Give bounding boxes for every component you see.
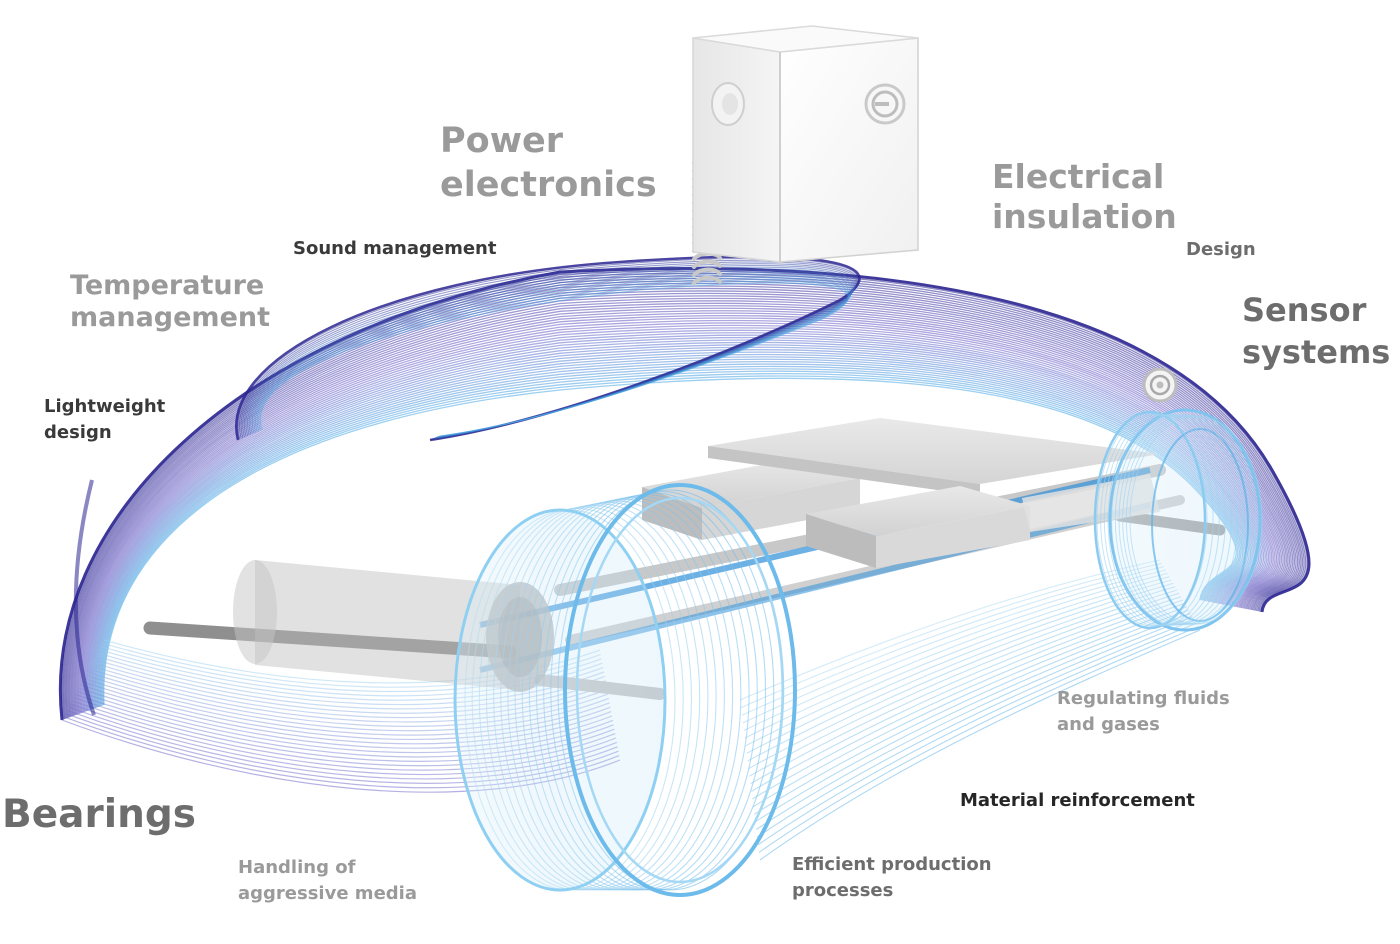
contour-line — [80, 319, 1276, 714]
contour-line — [82, 327, 1271, 713]
contour-line — [70, 295, 1292, 717]
contour-line — [72, 300, 1289, 716]
label-line: Lightweight — [44, 396, 166, 417]
tyre-line — [1100, 413, 1214, 627]
contour-line — [63, 277, 1304, 719]
front-wheel — [453, 483, 797, 897]
contour-line — [68, 290, 1296, 718]
contour-line — [83, 329, 1270, 712]
contour-line — [754, 612, 1191, 823]
contour-line — [759, 629, 1201, 861]
contour-line — [66, 285, 1299, 718]
contour-line — [74, 305, 1286, 716]
contour-line — [65, 282, 1300, 719]
label-aggressive-media: Handling of aggressive media — [238, 855, 417, 906]
contour-line — [60, 270, 1308, 720]
contour-line — [259, 282, 849, 437]
contour-line — [75, 307, 1284, 715]
label-regulating-fluids: Regulating fluids and gases — [1057, 686, 1230, 737]
tyre-line — [1122, 415, 1251, 625]
contour-line — [747, 586, 1176, 762]
tyre-line — [1129, 415, 1263, 625]
cable-coil — [692, 267, 722, 277]
front-rim — [73, 479, 96, 716]
contour-line — [754, 609, 1189, 815]
contour-line — [751, 599, 1184, 792]
label-design: Design — [1186, 239, 1256, 260]
contour-line — [61, 272, 1307, 720]
rear-wheel — [1093, 408, 1263, 632]
label-power-electronics: Power electronics — [440, 120, 657, 208]
contour-line — [755, 616, 1193, 830]
contour-line — [85, 334, 1266, 712]
label-line: management — [70, 301, 271, 333]
label-line: Regulating fluids — [1057, 688, 1230, 709]
contour-line — [87, 339, 1263, 711]
contour-line — [741, 566, 1164, 716]
electric-outlet-icon — [711, 82, 745, 126]
contour-line — [73, 302, 1287, 716]
label-line: Temperature — [70, 270, 265, 301]
label-line: systems — [1242, 332, 1391, 371]
contour-line — [740, 562, 1163, 709]
label-sensor-systems: Sensor systems — [1242, 290, 1390, 373]
label-line: processes — [792, 879, 894, 901]
battery-plates — [642, 418, 1160, 568]
contour-line — [78, 315, 1279, 714]
label-efficient-production: Efficient production processes — [792, 852, 992, 903]
contour-line — [758, 626, 1199, 853]
contour-line — [88, 341, 1262, 711]
contour-line — [82, 324, 1273, 713]
label-line: Handling of — [238, 857, 356, 878]
tyre-line — [1103, 413, 1220, 627]
tyre-line — [1114, 414, 1239, 626]
contour-line — [71, 297, 1291, 717]
label-electrical-insulation: Electrical insulation — [992, 157, 1177, 236]
label-line: Efficient production — [792, 854, 992, 875]
label-sound-management: Sound management — [293, 238, 497, 259]
contour-line — [69, 292, 1294, 717]
contour-line — [67, 287, 1297, 718]
tyre-line — [1118, 414, 1245, 626]
label-bearings: Bearings — [2, 792, 196, 837]
cable-coil — [692, 275, 722, 285]
label-lightweight-design: Lightweight design — [44, 394, 165, 445]
contour-line — [84, 332, 1268, 712]
cable-coil — [692, 259, 722, 269]
tyre-line — [1111, 414, 1232, 626]
power-outlet-box-icon — [692, 25, 919, 263]
contour-line — [76, 310, 1283, 715]
contour-line — [59, 267, 1311, 721]
label-temperature-management: Temperature management — [70, 270, 270, 334]
tyre-line — [1096, 413, 1208, 627]
tyre-line — [1107, 414, 1226, 626]
contour-line — [757, 622, 1197, 846]
contour-line — [756, 619, 1195, 838]
contour-line — [62, 275, 1305, 720]
contour-line — [750, 596, 1182, 785]
contour-line — [81, 322, 1274, 713]
label-line: aggressive media — [238, 882, 417, 904]
label-line: Power — [440, 121, 564, 161]
label-line: Electrical — [992, 157, 1165, 196]
contour-line — [64, 280, 1302, 719]
contour-line — [77, 312, 1281, 715]
label-line: insulation — [992, 196, 1177, 236]
label-material-reinforcement: Material reinforcement — [960, 790, 1195, 811]
contour-line — [752, 602, 1185, 800]
sensor-ring-icon — [1142, 367, 1178, 403]
contour-line — [86, 336, 1265, 711]
contour-line — [79, 317, 1278, 714]
label-line: design — [44, 421, 112, 443]
label-line: Sensor — [1242, 291, 1367, 329]
label-line: and gases — [1057, 713, 1160, 735]
label-line: electronics — [440, 164, 657, 205]
contour-line — [753, 606, 1187, 808]
